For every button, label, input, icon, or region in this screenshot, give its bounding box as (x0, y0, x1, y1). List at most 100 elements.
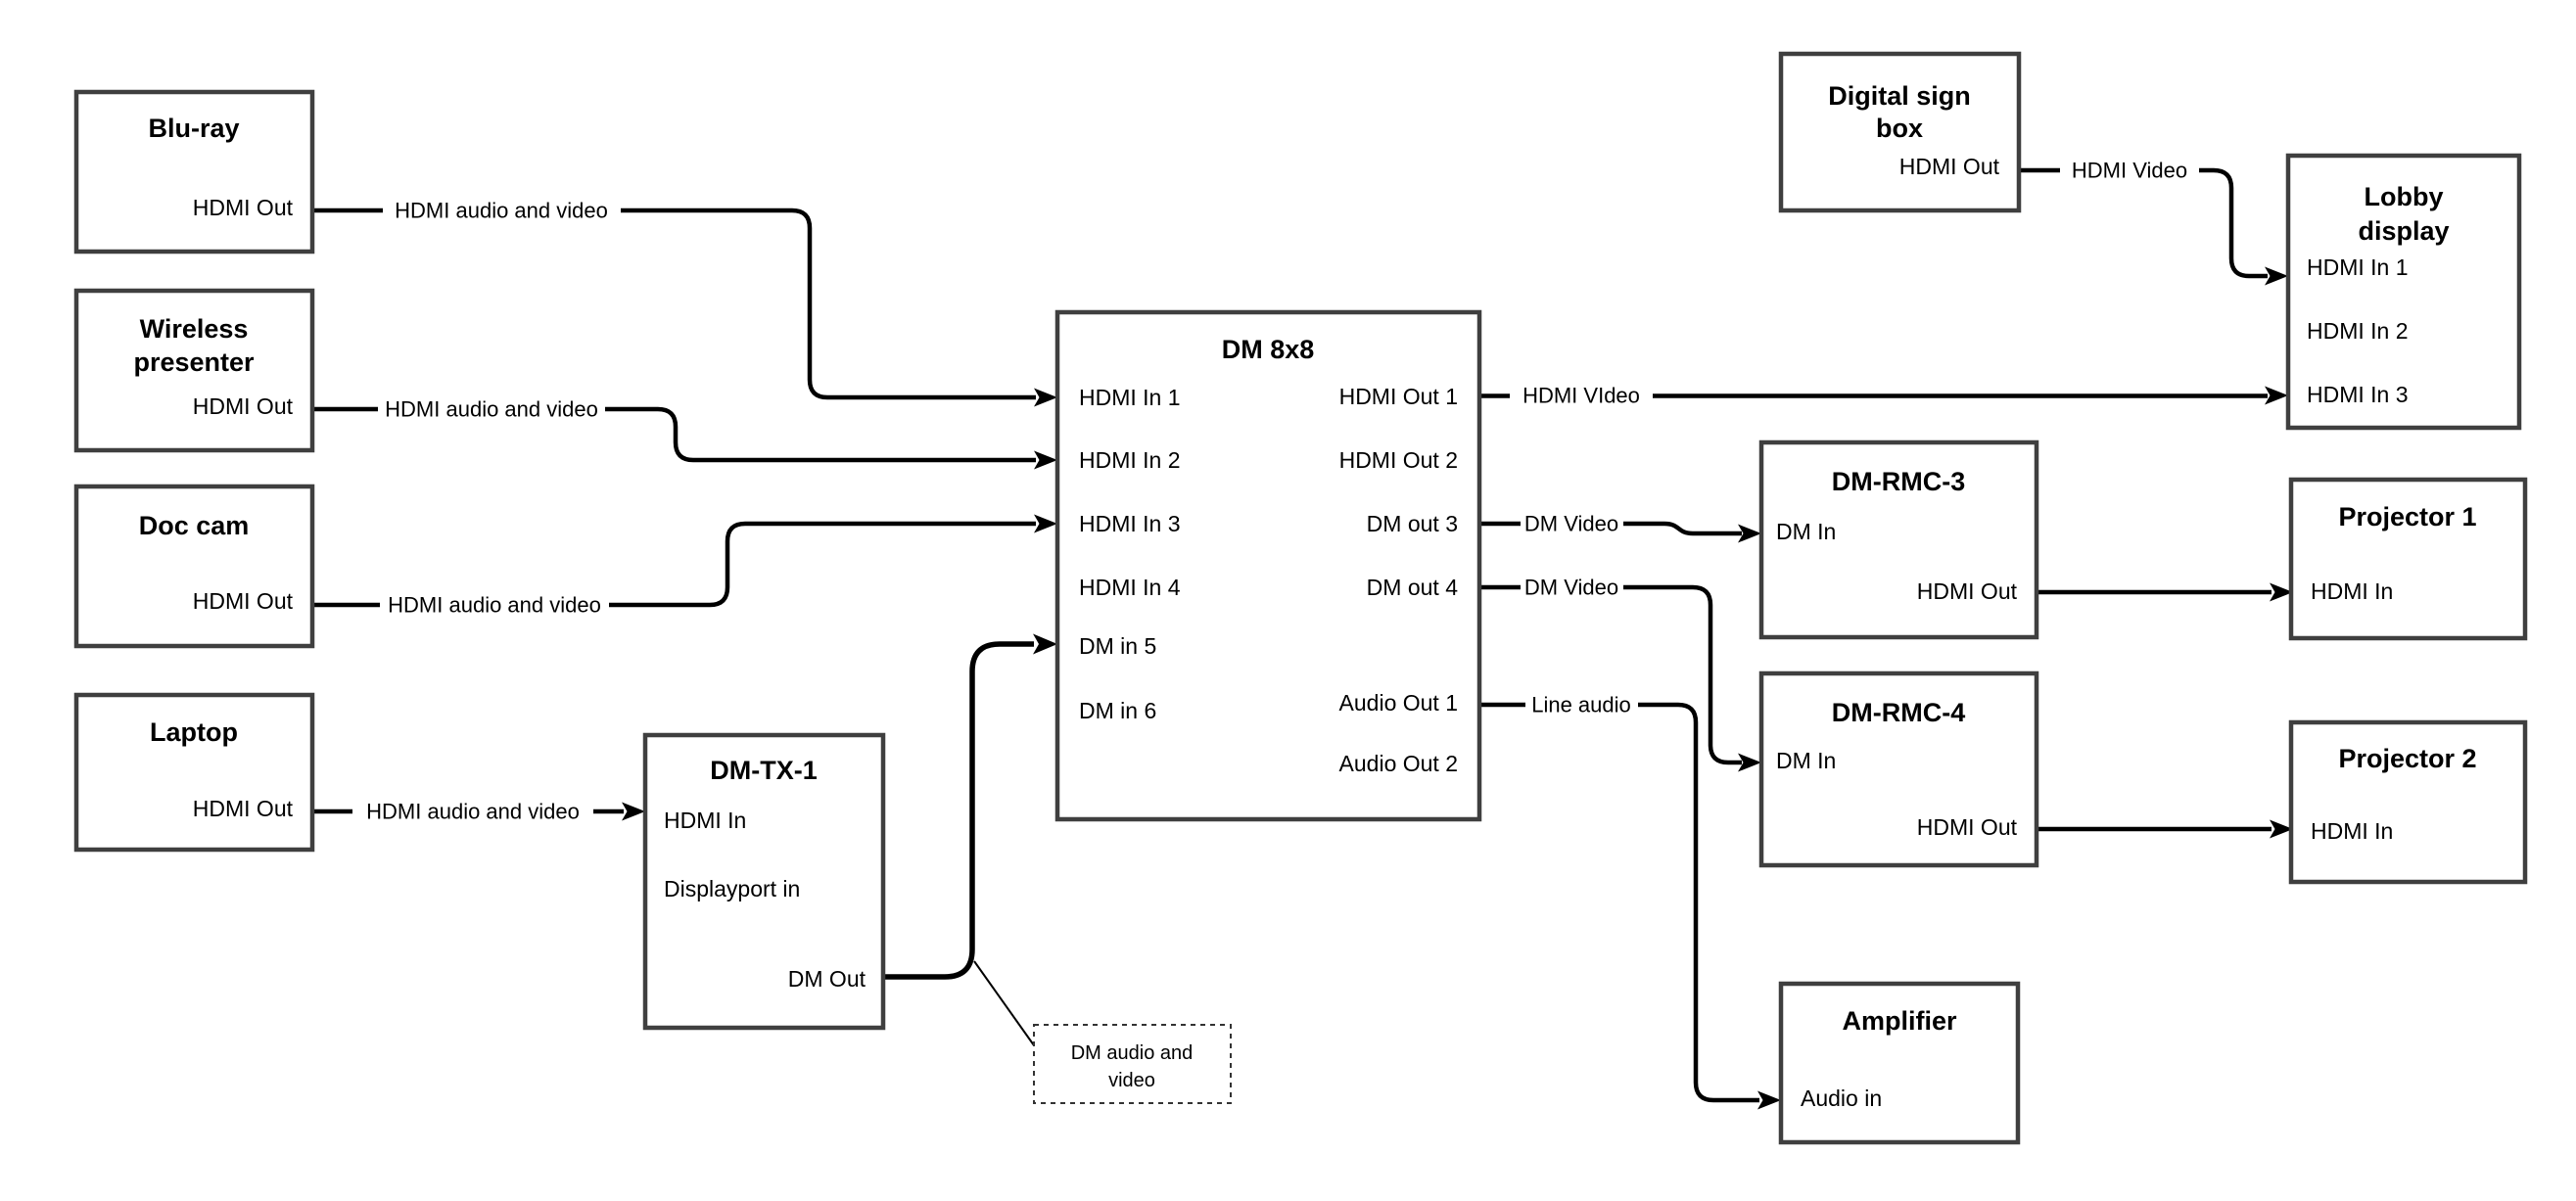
node-lobby-display-title-line1: Lobby (2365, 182, 2444, 211)
connection-doccam-to-dm8x8 (609, 521, 1036, 608)
arrowhead-into-dmtx1-hdmi-in (622, 802, 645, 821)
port-dmtx1-hdmi-in: HDMI In (664, 808, 746, 833)
port-dm8x8-audio-out-2: Audio Out 2 (1339, 751, 1458, 776)
connection-label-wireless: HDMI audio and video (385, 397, 598, 422)
node-amplifier-title: Amplifier (1842, 1006, 1957, 1036)
port-dm8x8-hdmi-out-1: HDMI Out 1 (1339, 384, 1458, 409)
node-digital-sign-title-line1: Digital sign (1828, 81, 1971, 111)
connection-label-doccam: HDMI audio and video (388, 593, 601, 618)
connection-bluray-to-dm8x8 (621, 208, 1036, 400)
node-dm-rmc-3: DM-RMC-3 DM In HDMI Out (1758, 439, 2039, 640)
node-digital-sign-box: Digital sign box HDMI Out (1778, 51, 2022, 213)
node-projector-2-title: Projector 2 (2338, 744, 2476, 773)
node-projector-2-box (2288, 719, 2528, 885)
port-lobby-hdmi-in-3: HDMI In 3 (2307, 382, 2409, 407)
node-dm-tx-1: DM-TX-1 HDMI In Displayport in DM Out (642, 732, 886, 1031)
connection-label-laptop: HDMI audio and video (366, 800, 580, 824)
port-dm8x8-hdmi-in-4: HDMI In 4 (1079, 575, 1181, 600)
node-projector-2: Projector 2 HDMI In (2288, 719, 2528, 885)
node-dm-rmc-4: DM-RMC-4 DM In HDMI Out (1758, 670, 2039, 868)
node-lobby-display: Lobby display HDMI In 1 HDMI In 2 HDMI I… (2285, 153, 2522, 431)
node-dm-rmc-4-box (1758, 670, 2039, 868)
node-dm-tx-1-title: DM-TX-1 (710, 756, 818, 785)
port-dmtx1-displayport-in: Displayport in (664, 876, 800, 901)
connection-label-hdmi-video-out1: HDMI VIdeo (1522, 384, 1640, 408)
port-digitalsign-hdmi-out: HDMI Out (1899, 154, 2000, 179)
node-dm-rmc-3-title: DM-RMC-3 (1832, 467, 1965, 496)
note-dm-audio-and-video-line2: video (1108, 1070, 1155, 1091)
node-bluray-box (73, 89, 315, 254)
node-digital-sign-box-box (1778, 51, 2022, 213)
arrowhead-into-dm8x8-in1 (1034, 388, 1057, 407)
port-dm8x8-dm-in-5: DM in 5 (1079, 633, 1156, 659)
node-dm-rmc-3-box (1758, 439, 2039, 640)
connection-labels: HDMI audio and video HDMI audio and vide… (366, 159, 2187, 824)
port-proj2-hdmi-in: HDMI In (2311, 818, 2393, 844)
note-dm-audio-and-video-box (1033, 1024, 1232, 1104)
arrowhead-into-dm8x8-in2 (1034, 450, 1057, 470)
node-lobby-display-box (2285, 153, 2522, 431)
connections (312, 167, 2293, 1110)
port-dmrmc4-dm-in: DM In (1776, 748, 1836, 773)
port-dm8x8-hdmi-in-2: HDMI In 2 (1079, 447, 1181, 473)
connection-dm8x8-out3-to-dmrmc3 (1623, 521, 1742, 536)
node-laptop: Laptop HDMI Out (73, 692, 315, 853)
arrowhead-into-dm8x8-in3 (1034, 514, 1057, 533)
port-laptop-hdmi-out: HDMI Out (193, 796, 294, 821)
node-doc-cam-title: Doc cam (139, 511, 250, 540)
node-dm-8x8-title: DM 8x8 (1222, 335, 1315, 364)
connection-dm8x8-aout1-to-amplifier (1638, 702, 1759, 1103)
connection-digitalsign-to-lobby (2199, 167, 2268, 279)
connection-label-bluray: HDMI audio and video (395, 199, 608, 223)
port-wireless-hdmi-out: HDMI Out (193, 393, 294, 419)
port-dm8x8-dm-out-3: DM out 3 (1367, 511, 1458, 536)
node-wireless-presenter-title-line1: Wireless (140, 314, 249, 344)
connection-label-dm-video-out4: DM Video (1524, 576, 1618, 600)
node-digital-sign-title-line2: box (1876, 114, 1923, 143)
note-dm-audio-and-video-line1: DM audio and (1071, 1042, 1194, 1064)
node-dm-rmc-4-title: DM-RMC-4 (1832, 698, 1965, 727)
port-dm8x8-hdmi-in-1: HDMI In 1 (1079, 385, 1181, 410)
node-projector-1: Projector 1 HDMI In (2288, 477, 2528, 641)
port-lobby-hdmi-in-1: HDMI In 1 (2307, 254, 2409, 280)
node-wireless-presenter-box (73, 288, 315, 453)
port-amplifier-audio-in: Audio in (1801, 1086, 1882, 1111)
port-doccam-hdmi-out: HDMI Out (193, 588, 294, 614)
node-bluray-title: Blu-ray (148, 114, 239, 143)
connection-wireless-to-dm8x8 (605, 406, 1036, 463)
arrowhead-into-proj1-hdmi-in (2270, 582, 2293, 602)
port-bluray-hdmi-out: HDMI Out (193, 195, 294, 220)
arrowhead-into-amplifier-audio-in (1757, 1090, 1781, 1110)
node-bluray: Blu-ray HDMI Out (73, 89, 315, 254)
port-dmrmc3-dm-in: DM In (1776, 519, 1836, 544)
node-dm-tx-1-box (642, 732, 886, 1031)
port-lobby-hdmi-in-2: HDMI In 2 (2307, 318, 2409, 344)
node-wireless-presenter: Wireless presenter HDMI Out (73, 288, 315, 453)
node-wireless-presenter-title-line2: presenter (133, 347, 255, 377)
port-dm8x8-dm-out-4: DM out 4 (1367, 575, 1459, 600)
arrowhead-into-lobby-in1 (2265, 266, 2288, 286)
node-amplifier-box (1778, 981, 2021, 1145)
connection-dm8x8-out4-to-dmrmc4 (1623, 584, 1742, 765)
port-dmrmc4-hdmi-out: HDMI Out (1917, 814, 2018, 840)
node-projector-1-title: Projector 1 (2338, 502, 2476, 531)
arrowhead-into-lobby-in3 (2265, 386, 2288, 405)
arrowhead-into-dm8x8-in5 (1033, 633, 1057, 655)
connection-dmtx1-to-dm8x8-dm-cable (883, 641, 1034, 980)
port-proj1-hdmi-in: HDMI In (2311, 578, 2393, 604)
port-dm8x8-hdmi-in-3: HDMI In 3 (1079, 511, 1181, 536)
node-dm-8x8-box (1054, 309, 1482, 822)
port-dm8x8-hdmi-out-2: HDMI Out 2 (1339, 447, 1458, 473)
port-dmtx1-dm-out: DM Out (788, 966, 866, 992)
callout-line-dm-cable-note (973, 960, 1035, 1046)
arrowhead-into-dmrmc4-dm-in (1738, 753, 1761, 772)
node-lobby-display-title-line2: display (2358, 216, 2449, 246)
node-laptop-box (73, 692, 315, 853)
arrowhead-into-proj2-hdmi-in (2270, 819, 2293, 839)
node-amplifier: Amplifier Audio in (1778, 981, 2021, 1145)
port-dmrmc3-hdmi-out: HDMI Out (1917, 578, 2018, 604)
node-laptop-title: Laptop (150, 717, 238, 747)
arrowhead-into-dmrmc3-dm-in (1738, 524, 1761, 543)
